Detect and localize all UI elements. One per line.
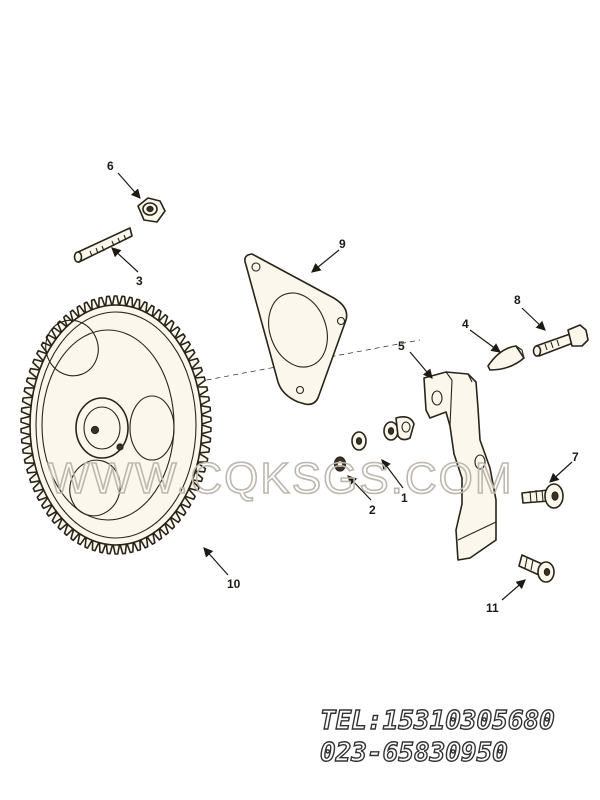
part-10-gear <box>20 295 212 555</box>
callout-10: 10 <box>227 577 241 591</box>
part-4-key <box>487 345 525 371</box>
leader-10 <box>203 547 229 576</box>
leader-9 <box>311 249 340 273</box>
contact-phone-line: 023-65830950 <box>319 737 508 768</box>
leader-1 <box>381 459 404 489</box>
part-9-gasket <box>244 253 348 406</box>
callout-1: 1 <box>401 491 408 505</box>
part-11-screw <box>518 554 555 583</box>
callout-2: 2 <box>369 503 376 517</box>
leader-6 <box>117 172 141 199</box>
callout-4: 4 <box>462 317 469 331</box>
part-7-screw <box>521 483 564 509</box>
part-5-bracket <box>423 371 497 561</box>
leader-3 <box>111 247 139 273</box>
leader-4 <box>469 329 501 353</box>
callout-6: 6 <box>107 159 114 173</box>
callout-7: 7 <box>572 450 579 464</box>
part-1-washers <box>351 416 415 451</box>
callout-5: 5 <box>398 339 405 353</box>
leader-7 <box>549 461 573 483</box>
part-2-lock-washer <box>333 456 347 472</box>
callout-9: 9 <box>339 237 346 251</box>
leader-8 <box>521 307 546 331</box>
leader-11 <box>501 579 526 601</box>
callout-11: 11 <box>486 601 499 615</box>
part-6-hex-nut <box>137 197 166 223</box>
leader-5 <box>409 351 433 379</box>
part-8-capscrew <box>532 324 589 357</box>
watermark-text: WWW.CQKSGS.COM <box>48 454 514 503</box>
leader-2 <box>347 475 372 501</box>
callout-3: 3 <box>136 274 143 288</box>
contact-tel-line: TEL:15310305680 <box>319 705 555 736</box>
callout-8: 8 <box>514 293 521 307</box>
part-3-stud <box>73 227 133 263</box>
assembly-axis-line <box>179 339 421 386</box>
